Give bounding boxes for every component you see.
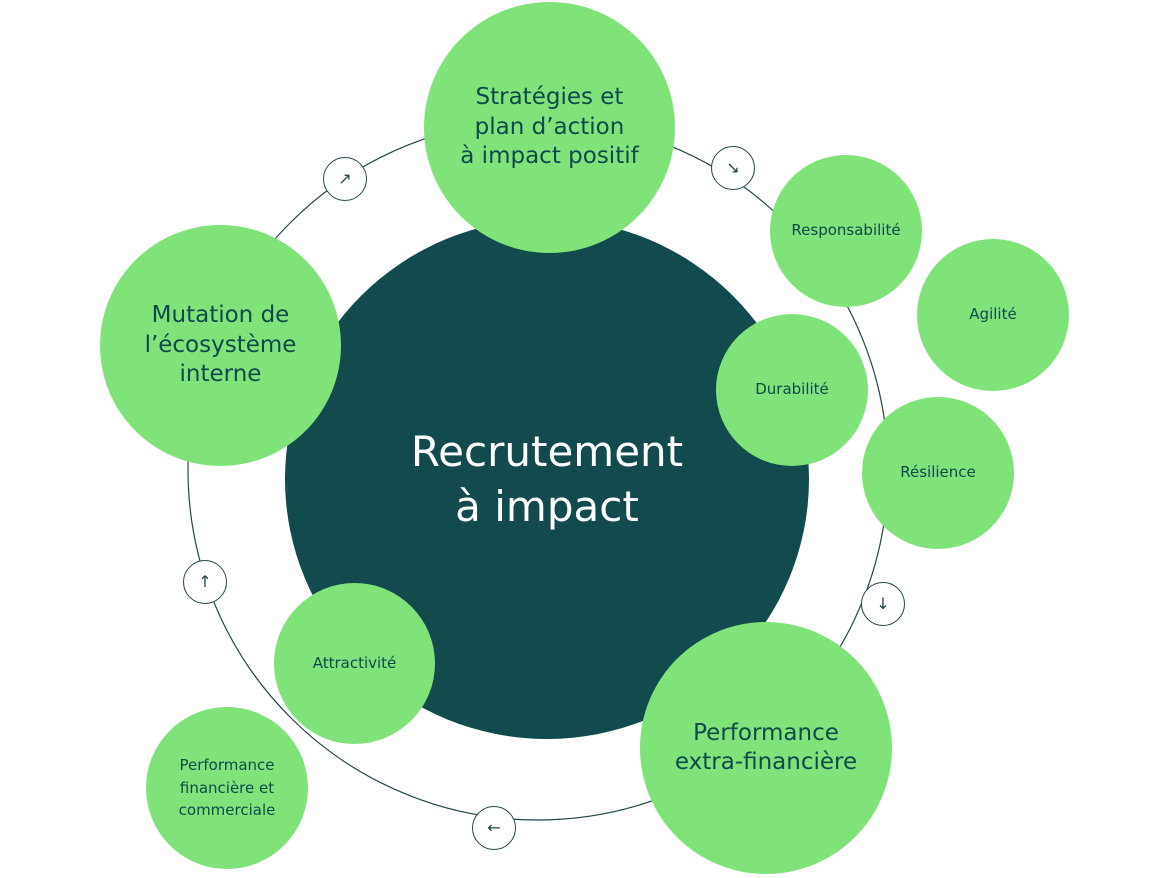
node-strategies: Stratégies et plan d’action à impact pos… xyxy=(424,2,675,253)
node-responsabilite: Responsabilité xyxy=(770,155,922,307)
node-responsabilite-label: Responsabilité xyxy=(791,221,901,240)
node-attractivite-label: Attractivité xyxy=(312,653,397,672)
node-resilience-label: Résilience xyxy=(900,463,976,482)
node-durabilite-label: Durabilité xyxy=(755,380,829,399)
arrow-top-left-icon: ↗ xyxy=(323,157,367,201)
arrow-right-icon: ↓ xyxy=(861,582,905,626)
node-performance-extra-financiere: Performance extra-financière xyxy=(640,622,892,874)
node-performance-extra-label: Performance extra-financière xyxy=(674,719,858,775)
node-performance-financiere: Performance financière et commerciale xyxy=(146,707,308,869)
node-attractivite: Attractivité xyxy=(274,583,435,744)
node-agilite-label: Agilité xyxy=(969,305,1017,324)
center-node-label: Recrutement à impact xyxy=(410,426,684,531)
arrow-bottom-icon: ← xyxy=(472,806,516,850)
node-durabilite: Durabilité xyxy=(716,314,868,466)
arrow-left-icon: ↑ xyxy=(183,560,227,604)
node-agilite: Agilité xyxy=(917,239,1069,391)
node-mutation: Mutation de l’écosystème interne xyxy=(100,225,341,466)
node-performance-financiere-label: Performance financière et commerciale xyxy=(178,756,276,820)
node-strategies-label: Stratégies et plan d’action à impact pos… xyxy=(460,84,639,170)
node-resilience: Résilience xyxy=(862,397,1014,549)
arrow-top-right-icon: ↘ xyxy=(711,146,755,190)
node-mutation-label: Mutation de l’écosystème interne xyxy=(144,302,297,388)
